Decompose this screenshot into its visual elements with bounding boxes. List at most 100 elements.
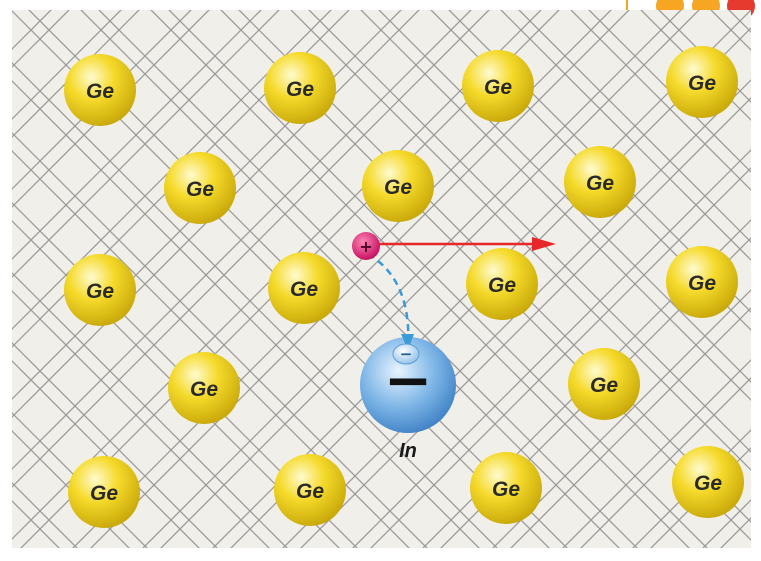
ge-atom-ball <box>64 254 136 326</box>
ge-atom-label: Ge <box>590 374 618 397</box>
bond-line <box>12 10 332 330</box>
ge-atom-ball <box>672 446 744 518</box>
bond-line <box>290 10 751 471</box>
bond-line <box>282 79 751 548</box>
bond-line <box>12 10 280 278</box>
hole-symbol: + <box>359 237 372 256</box>
bond-line <box>580 377 751 548</box>
bond-line <box>12 62 498 548</box>
bond-line <box>492 289 751 548</box>
ge-atom-ball <box>268 252 340 324</box>
ge-atom: Ge <box>470 452 542 524</box>
ge-atom-ball <box>264 52 336 124</box>
ge-atom-label: Ge <box>186 178 214 201</box>
bond-line <box>12 342 218 548</box>
bond-line <box>12 132 428 548</box>
ge-atom-ball <box>470 452 542 524</box>
ge-atom: Ge <box>564 146 636 218</box>
ge-atom-ball <box>466 248 538 320</box>
ge-atom: Ge <box>164 152 236 224</box>
captured-electron-symbol: − <box>400 345 413 363</box>
ge-atom-ball <box>666 46 738 118</box>
ge-atom: Ge <box>168 352 240 424</box>
bond-line <box>12 80 480 548</box>
bond-line <box>0 0 2 561</box>
ge-atom-ball <box>168 352 240 424</box>
ge-atom: Ge <box>264 52 336 124</box>
bond-line <box>510 307 751 548</box>
hole: + <box>352 232 380 260</box>
bond-line <box>12 10 262 260</box>
bond-line <box>12 10 490 488</box>
ge-atom-ball <box>666 246 738 318</box>
indium-atom <box>360 337 456 433</box>
ge-atom-label: Ge <box>688 272 716 295</box>
bond-line <box>360 10 751 401</box>
ge-atom: Ge <box>466 248 538 320</box>
indium-label: In <box>399 440 417 462</box>
bond-line <box>352 149 751 548</box>
ge-atom-label: Ge <box>384 176 412 199</box>
bond-line <box>90 10 630 548</box>
ge-atom: Ge <box>274 454 346 526</box>
bond-line <box>300 97 751 548</box>
bond-line <box>12 10 140 138</box>
ge-atom-label: Ge <box>290 278 318 301</box>
electron-transfer-arrowhead <box>401 334 414 350</box>
ge-atom: Ge <box>462 50 534 122</box>
bond-line <box>160 10 700 548</box>
bond-line <box>12 10 122 120</box>
bond-line <box>12 10 472 470</box>
bond-line <box>12 290 270 548</box>
ge-atom-ball <box>564 146 636 218</box>
ge-atom-label: Ge <box>488 274 516 297</box>
bond-line <box>168 10 708 548</box>
impurity-indium: − In <box>360 337 456 462</box>
hole-ball <box>352 232 380 260</box>
ge-atom-ball <box>64 54 136 126</box>
ge-atom-label: Ge <box>586 172 614 195</box>
ge-atom: Ge <box>268 252 340 324</box>
ge-atom-label: Ge <box>492 478 520 501</box>
ge-atom: Ge <box>568 348 640 420</box>
ge-atom-label: Ge <box>86 280 114 303</box>
ge-atom: Ge <box>362 150 434 222</box>
bond-line <box>500 10 751 261</box>
bond-line <box>562 359 751 548</box>
ge-atom-label: Ge <box>484 76 512 99</box>
bond-line <box>658 10 751 103</box>
ge-atom: Ge <box>64 54 136 126</box>
bond-line <box>98 10 638 548</box>
bond-line <box>12 430 130 548</box>
corner-line <box>626 0 628 12</box>
ge-atom-ball <box>274 454 346 526</box>
ge-atom-label: Ge <box>90 482 118 505</box>
bond-line <box>0 0 9 561</box>
ge-atom-ball <box>362 150 434 222</box>
ge-atom-label: Ge <box>86 80 114 103</box>
ge-atom: Ge <box>666 46 738 118</box>
electron-transfer-path <box>367 252 410 349</box>
ge-atom: Ge <box>68 456 140 528</box>
ge-atom-label: Ge <box>286 78 314 101</box>
captured-electron-ball <box>392 343 420 365</box>
bond-line <box>570 10 751 191</box>
ge-atom-label: Ge <box>190 378 218 401</box>
ge-atom-ball <box>164 152 236 224</box>
ge-atom-ball <box>568 348 640 420</box>
bond-line <box>378 10 751 383</box>
hole-motion-arrowhead <box>532 237 556 251</box>
bond-line <box>308 10 751 453</box>
bond-line <box>12 272 288 548</box>
ge-atom-ball <box>462 50 534 122</box>
ge-atom-label: Ge <box>694 472 722 495</box>
bond-line <box>12 412 148 548</box>
ge-atom: Ge <box>672 446 744 518</box>
ge-atom: Ge <box>64 254 136 326</box>
ge-atom-label: Ge <box>296 480 324 503</box>
captured-electron: − <box>392 343 420 365</box>
bond-line <box>370 167 751 548</box>
ge-atom: Ge <box>666 246 738 318</box>
